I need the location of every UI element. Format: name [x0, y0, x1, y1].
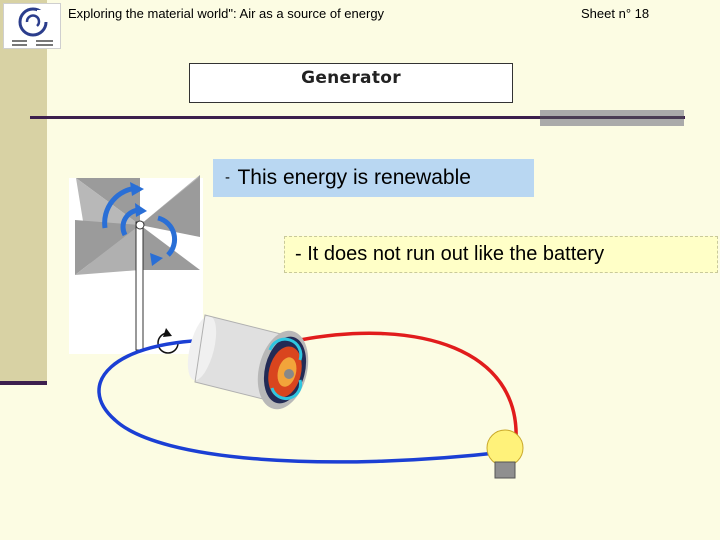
sheet-number: Sheet n° 18 [581, 6, 650, 21]
header-rule [30, 116, 685, 119]
page-title: Exploring the material world": Air as a … [68, 6, 385, 21]
sidebar-divider [0, 381, 47, 385]
header-rule-accent-line [540, 116, 684, 119]
generator-box: Generator [189, 63, 513, 103]
generator-label: Generator [301, 68, 401, 88]
blue-wire [97, 338, 506, 464]
bullet-not-run-out: - It does not run out like the battery [284, 236, 718, 273]
pinwheel-icon [69, 175, 203, 354]
bullet-not-run-out-text: - It does not run out like the battery [295, 243, 605, 265]
generator-icon [187, 314, 309, 410]
rotation-arrow-icon [157, 328, 179, 354]
council-of-europe-logo [3, 3, 61, 49]
left-sidebar [0, 0, 47, 385]
lightbulb-icon [486, 429, 524, 479]
red-wire [299, 331, 518, 441]
bullet-dash: - [225, 169, 230, 186]
bullet-renewable: - This energy is renewable [213, 159, 534, 197]
bullet-renewable-text: This energy is renewable [237, 166, 471, 189]
